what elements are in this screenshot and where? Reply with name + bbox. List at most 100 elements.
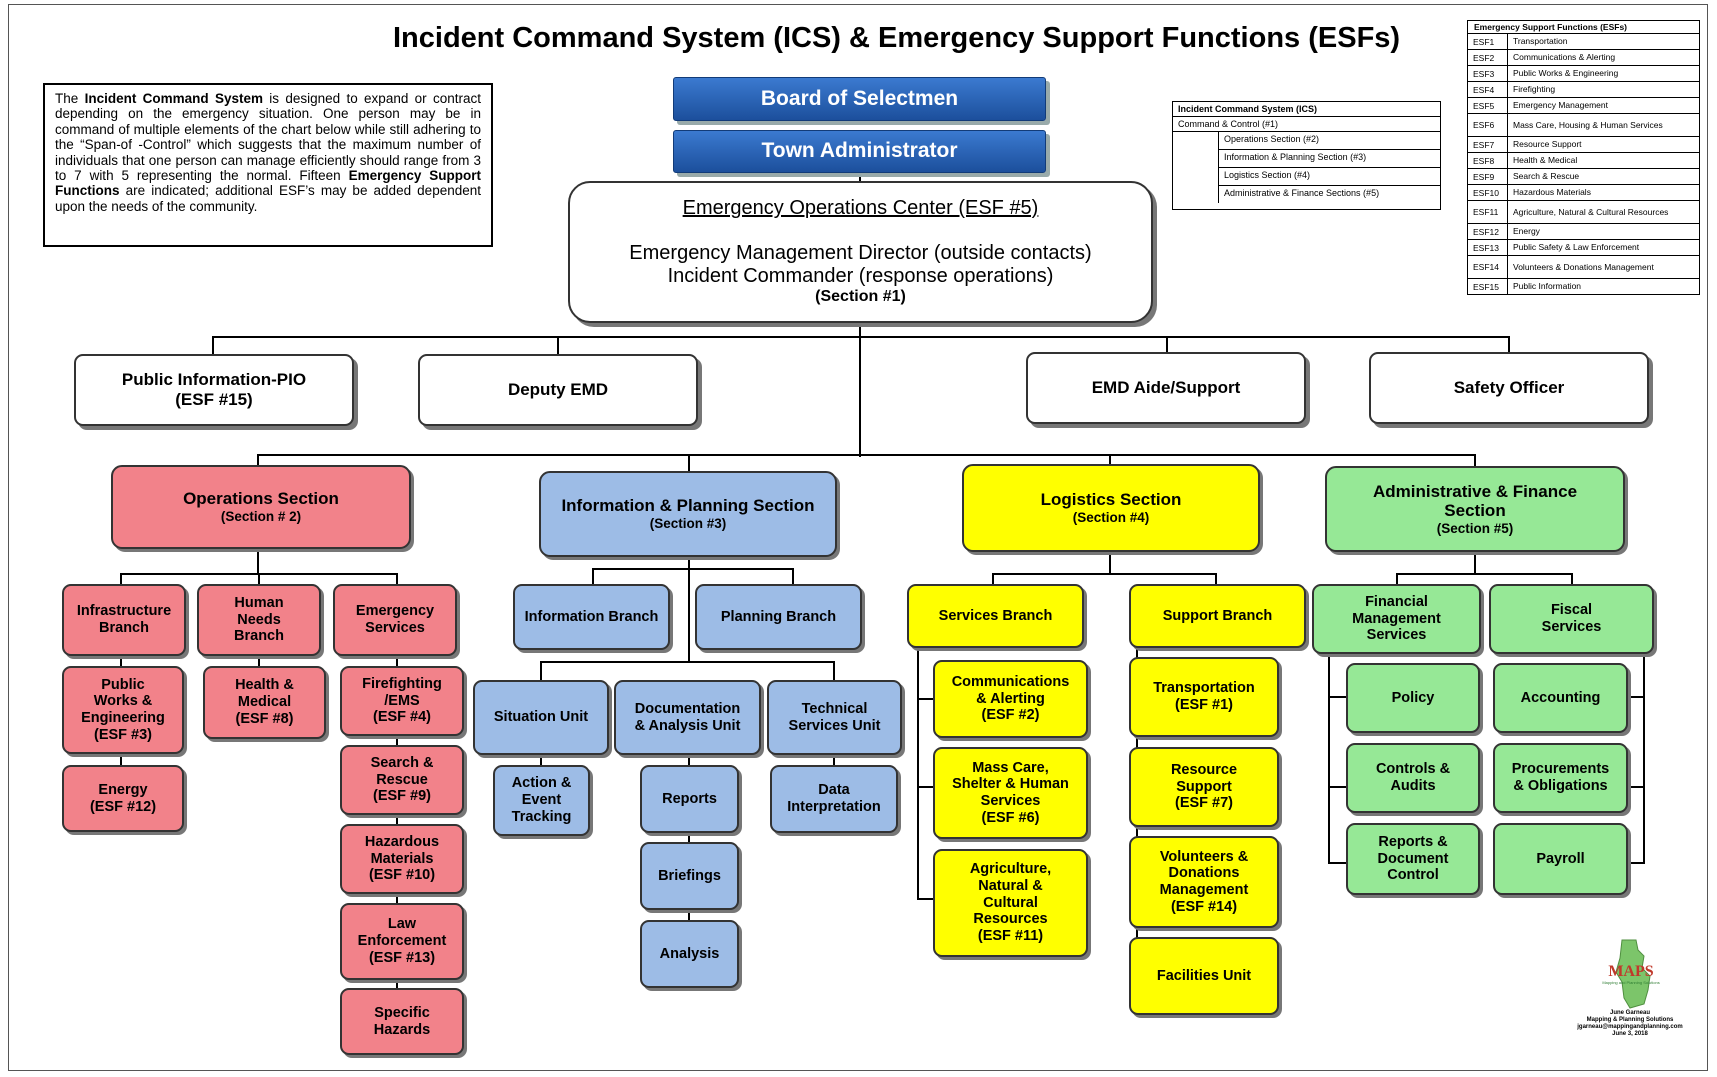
ics-table-item: Administrative & Finance Sections (#5) (1218, 186, 1440, 203)
esf-code: ESF9 (1468, 169, 1508, 184)
eoc-commander: Incident Commander (response operations) (667, 265, 1054, 288)
connector (1571, 573, 1573, 585)
esf-function: Search & Rescue (1513, 171, 1580, 181)
connector (592, 568, 794, 570)
connector (258, 654, 260, 666)
text-line: (ESF #14) (1170, 898, 1238, 915)
text-line: Situation Unit (493, 709, 589, 726)
esf-table-row: ESF13 Public Safety & Law Enforcement (1468, 240, 1699, 256)
text-line: Services Branch (938, 607, 1053, 624)
pio-esf: (ESF #15) (175, 390, 253, 409)
ics-table-item: Information & Planning Section (#3) (1218, 150, 1440, 168)
esf-table-row: ESF7 Resource Support (1468, 137, 1699, 153)
credit-line: Mapping & Planning Solutions (1586, 1017, 1674, 1023)
text-line: Data (818, 782, 850, 799)
safety-label: Safety Officer (1453, 378, 1565, 398)
text-line: Firefighting (362, 675, 442, 692)
connector (688, 755, 690, 920)
esf-function: Resource Support (1513, 139, 1582, 149)
briefings-box: Briefings (640, 842, 739, 910)
text-line: Information Branch (524, 608, 659, 625)
text-line: Audits (1390, 778, 1436, 794)
connector (120, 654, 122, 666)
info-title: Information & Planning Section (561, 496, 815, 516)
text-line: Mass Care, (972, 759, 1049, 776)
esf-function: Transportation (1513, 36, 1568, 46)
connector (120, 573, 122, 585)
eoc-title: Emergency Operations Center (ESF #5) (682, 197, 1039, 220)
admin-label: Town Administrator (761, 139, 958, 163)
admin-finance-section: Administrative & Finance Section (Sectio… (1325, 466, 1625, 552)
ops-title: Operations Section (183, 489, 339, 509)
connector (992, 573, 994, 585)
pio-title: Public Information-PIO (121, 370, 307, 390)
connector (1474, 550, 1476, 574)
safety-officer-box: Safety Officer (1369, 352, 1649, 424)
text-line: (ESF #13) (368, 949, 436, 966)
connector (792, 568, 794, 586)
text-line: Agriculture, (969, 861, 1052, 878)
esf-function: Emergency Management (1513, 100, 1608, 110)
connector (540, 755, 542, 767)
ics-table-header: Incident Command System (ICS) (1173, 102, 1440, 117)
adm-title-1: Administrative & Finance (1372, 481, 1578, 501)
esf-code: ESF13 (1468, 240, 1508, 255)
text-line: & Alerting (976, 690, 1045, 707)
credit-text: June Garneau Mapping & Planning Solution… (1565, 1010, 1695, 1038)
text-line: Documentation (634, 700, 741, 717)
text-line: Energy (98, 781, 148, 798)
documentation-unit: Documentation& Analysis Unit (614, 680, 761, 755)
esf-function: Public Safety & Law Enforcement (1513, 242, 1640, 252)
adm-title-2: Section (1444, 501, 1506, 521)
esf-code: ESF7 (1468, 137, 1508, 152)
text-line: /EMS (384, 692, 420, 709)
text-line: Search & (370, 754, 434, 771)
info-sub: (Section #3) (649, 516, 727, 532)
text-line: Payroll (1536, 850, 1585, 867)
esf-code: ESF8 (1468, 153, 1508, 168)
text-line: Emergency (355, 603, 435, 620)
text-line: Planning Branch (720, 608, 837, 625)
esf-legend-table: Emergency Support Functions (ESFs) ESF1 T… (1467, 20, 1700, 295)
esf-code: ESF1 (1468, 34, 1508, 49)
connector (1643, 654, 1645, 864)
text-line: (ESF #11) (977, 928, 1044, 944)
connector (1396, 573, 1573, 575)
text-line: Hazards (373, 1021, 431, 1038)
connector (917, 898, 933, 900)
connector (917, 786, 933, 788)
connector (592, 568, 594, 586)
connector (540, 661, 835, 663)
esf-function: Mass Care, Housing & Human Services (1513, 119, 1663, 130)
emd-aide-box: EMD Aide/Support (1026, 352, 1306, 424)
text-line: Event (521, 792, 562, 809)
text-line: Rescue (376, 771, 428, 788)
credit-line: June 3, 2018 (1612, 1031, 1648, 1037)
text-line: Shelter & Human (952, 776, 1069, 793)
board-label: Board of Selectmen (760, 86, 959, 110)
esf-code: ESF12 (1468, 224, 1508, 239)
text-line: Accounting (1520, 689, 1601, 706)
text-line: Facilities Unit (1156, 967, 1252, 984)
text-line: (ESF #6) (981, 809, 1040, 826)
connector (540, 661, 542, 681)
text-line: (ESF #9) (372, 788, 431, 805)
board-of-selectmen-box: Board of Selectmen (673, 77, 1046, 121)
text-line: Reports (662, 790, 717, 807)
connector (1508, 336, 1510, 354)
deputy-label: Deputy EMD (507, 380, 609, 400)
text-line: Services (980, 793, 1041, 809)
connector (257, 454, 1476, 456)
esf-table-header: Emergency Support Functions (ESFs) (1468, 21, 1699, 34)
text-line: Services (1366, 627, 1427, 644)
connector (1109, 454, 1111, 464)
connector (1328, 654, 1330, 864)
